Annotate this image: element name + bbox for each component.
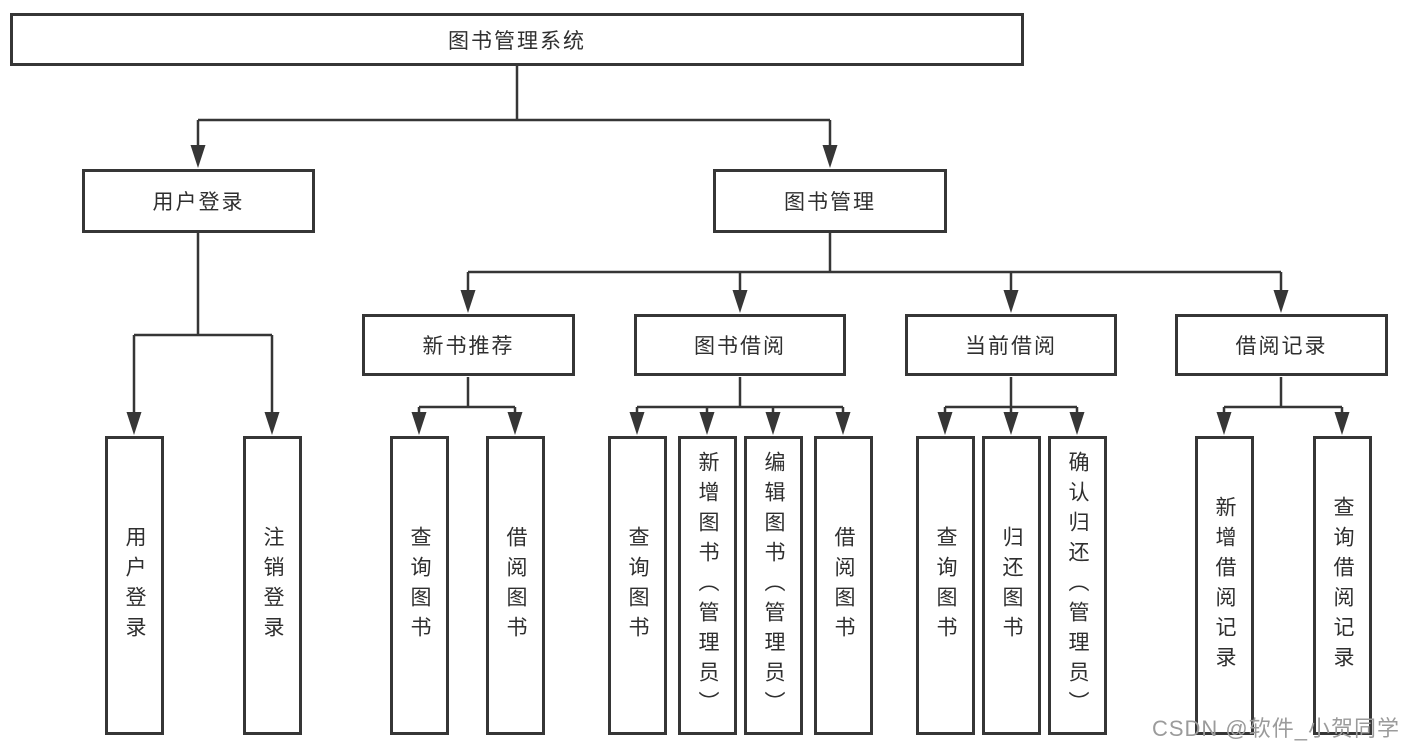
node-label: 新书推荐: [422, 335, 515, 358]
node-book-management: 图书管理: [713, 169, 947, 233]
node-label: 归还图书: [1000, 525, 1023, 646]
node-label: 查询图书: [408, 525, 431, 646]
node-book-borrow: 图书借阅: [634, 314, 846, 376]
node-label: 图书管理: [784, 191, 876, 214]
leaf-borrow-books-recommend: 借阅图书: [486, 436, 545, 735]
leaf-confirm-return-admin: 确认归还（管理员）: [1048, 436, 1107, 735]
leaf-return-book: 归还图书: [982, 436, 1041, 735]
node-label: 借阅图书: [832, 525, 855, 646]
leaf-borrow-books: 借阅图书: [814, 436, 873, 735]
leaf-user-login: 用户登录: [105, 436, 164, 735]
node-label: 用户登录: [123, 525, 146, 646]
leaf-add-book-admin: 新增图书（管理员）: [678, 436, 737, 735]
node-label: 编辑图书（管理员）: [762, 450, 785, 721]
node-label: 图书借阅: [694, 335, 786, 358]
leaf-query-books-recommend: 查询图书: [390, 436, 449, 735]
node-label: 用户登录: [152, 191, 245, 214]
arrowheads: [126, 145, 1350, 435]
node-label: 确认归还（管理员）: [1066, 450, 1089, 721]
node-label: 当前借阅: [965, 335, 1057, 358]
node-label: 图书管理系统: [448, 29, 586, 53]
node-new-book-recommend: 新书推荐: [362, 314, 575, 376]
node-user-login: 用户登录: [82, 169, 315, 233]
node-label: 新增借阅记录: [1213, 495, 1236, 676]
leaf-query-borrow-record: 查询借阅记录: [1313, 436, 1372, 735]
csdn-watermark: CSDN @软件_小贺同学: [1151, 716, 1400, 741]
node-label: 新增图书（管理员）: [696, 450, 719, 721]
node-label: 查询借阅记录: [1331, 495, 1354, 676]
leaf-query-books-borrow: 查询图书: [608, 436, 667, 735]
node-label: 借阅记录: [1235, 335, 1328, 358]
node-system-root: 图书管理系统: [10, 13, 1024, 66]
node-borrow-records: 借阅记录: [1175, 314, 1388, 376]
leaf-edit-book-admin: 编辑图书（管理员）: [744, 436, 803, 735]
leaf-add-borrow-record: 新增借阅记录: [1195, 436, 1254, 735]
leaf-logout: 注销登录: [243, 436, 302, 735]
node-label: 查询图书: [934, 525, 957, 646]
node-current-borrow: 当前借阅: [905, 314, 1117, 376]
leaf-query-books-current: 查询图书: [916, 436, 975, 735]
node-label: 注销登录: [261, 525, 284, 646]
node-label: 查询图书: [626, 525, 649, 646]
node-label: 借阅图书: [504, 525, 527, 646]
